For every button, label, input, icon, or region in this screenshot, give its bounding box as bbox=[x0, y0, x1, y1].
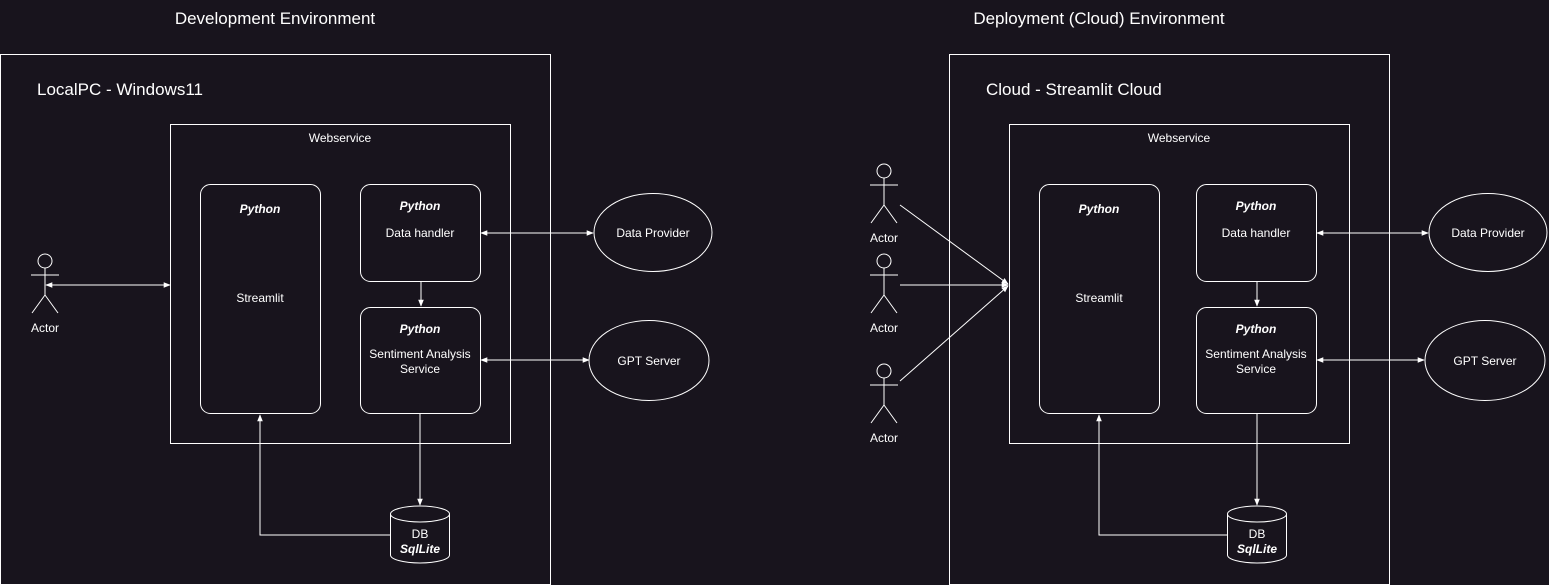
cloud-edge-actor3-webservice bbox=[899, 285, 1009, 382]
cloud-db-engine: SqlLite bbox=[1237, 542, 1277, 556]
cloud-actor-3: Actor bbox=[870, 363, 898, 445]
cloud-edge-actor1-webservice bbox=[899, 204, 1009, 285]
cloud-edge-db-streamlit bbox=[1096, 414, 1227, 536]
cloud-environment-title: Deployment (Cloud) Environment bbox=[973, 9, 1225, 28]
dev-webservice-label: Webservice bbox=[309, 131, 372, 145]
cloud-gpt-server-label: GPT Server bbox=[1453, 354, 1516, 368]
dev-environment-title: Development Environment bbox=[175, 9, 376, 28]
dev-db-cylinder: DB SqlLite bbox=[390, 505, 450, 564]
dev-db-name: DB bbox=[412, 527, 429, 541]
actor-icon bbox=[870, 253, 898, 314]
dev-streamlit-box bbox=[200, 184, 321, 414]
cloud-sentiment-lang: Python bbox=[1236, 322, 1277, 336]
dev-streamlit-lang: Python bbox=[240, 202, 281, 216]
dev-streamlit-name: Streamlit bbox=[236, 291, 284, 305]
cloud-actor-1: Actor bbox=[870, 163, 898, 245]
cloud-gpt-server-ellipse bbox=[1424, 320, 1546, 401]
deployment-environment: Deployment (Cloud) Environment Cloud - S… bbox=[870, 9, 1548, 585]
dev-gpt-server-label: GPT Server bbox=[617, 354, 680, 368]
dev-sentiment-lang: Python bbox=[400, 322, 441, 336]
cloud-sentiment-name-line1: Sentiment Analysis bbox=[1205, 347, 1306, 361]
dev-sentiment-name-line2: Service bbox=[400, 362, 440, 376]
cloud-actor-2: Actor bbox=[870, 253, 898, 335]
dev-data-provider-label: Data Provider bbox=[616, 226, 689, 240]
cloud-actor-1-label: Actor bbox=[870, 231, 898, 245]
development-environment: Development Environment LocalPC - Window… bbox=[0, 9, 713, 585]
cloud-streamlit-name: Streamlit bbox=[1075, 291, 1123, 305]
cloud-db-cylinder: DB SqlLite bbox=[1227, 505, 1287, 564]
dev-actor: Actor bbox=[31, 253, 59, 335]
actor-icon bbox=[31, 253, 59, 314]
dev-host-box bbox=[0, 54, 551, 585]
dev-sentiment-name-line1: Sentiment Analysis bbox=[369, 347, 470, 361]
cloud-webservice-label: Webservice bbox=[1148, 131, 1211, 145]
dev-data-handler-name: Data handler bbox=[386, 226, 455, 240]
dev-actor-label: Actor bbox=[31, 321, 59, 335]
cloud-actor-3-label: Actor bbox=[870, 431, 898, 445]
cloud-actor-2-label: Actor bbox=[870, 321, 898, 335]
dev-webservice-box bbox=[170, 124, 511, 444]
cloud-sentiment-name-line2: Service bbox=[1236, 362, 1276, 376]
cloud-data-handler-lang: Python bbox=[1236, 199, 1277, 213]
cloud-data-provider-label: Data Provider bbox=[1451, 226, 1524, 240]
cloud-data-handler-name: Data handler bbox=[1222, 226, 1291, 240]
actor-icon bbox=[870, 363, 898, 424]
dev-data-handler-lang: Python bbox=[400, 199, 441, 213]
dev-edge-db-streamlit bbox=[257, 414, 390, 536]
cloud-streamlit-box bbox=[1039, 184, 1160, 414]
cloud-db-name: DB bbox=[1249, 527, 1266, 541]
dev-db-engine: SqlLite bbox=[400, 542, 440, 556]
cloud-data-provider-ellipse bbox=[1428, 193, 1548, 272]
cloud-webservice-box bbox=[1009, 124, 1350, 444]
actor-icon bbox=[870, 163, 898, 224]
cloud-host-title: Cloud - Streamlit Cloud bbox=[986, 80, 1162, 99]
dev-host-title: LocalPC - Windows11 bbox=[37, 80, 203, 99]
dev-data-provider-ellipse bbox=[593, 193, 713, 272]
cloud-streamlit-lang: Python bbox=[1079, 202, 1120, 216]
